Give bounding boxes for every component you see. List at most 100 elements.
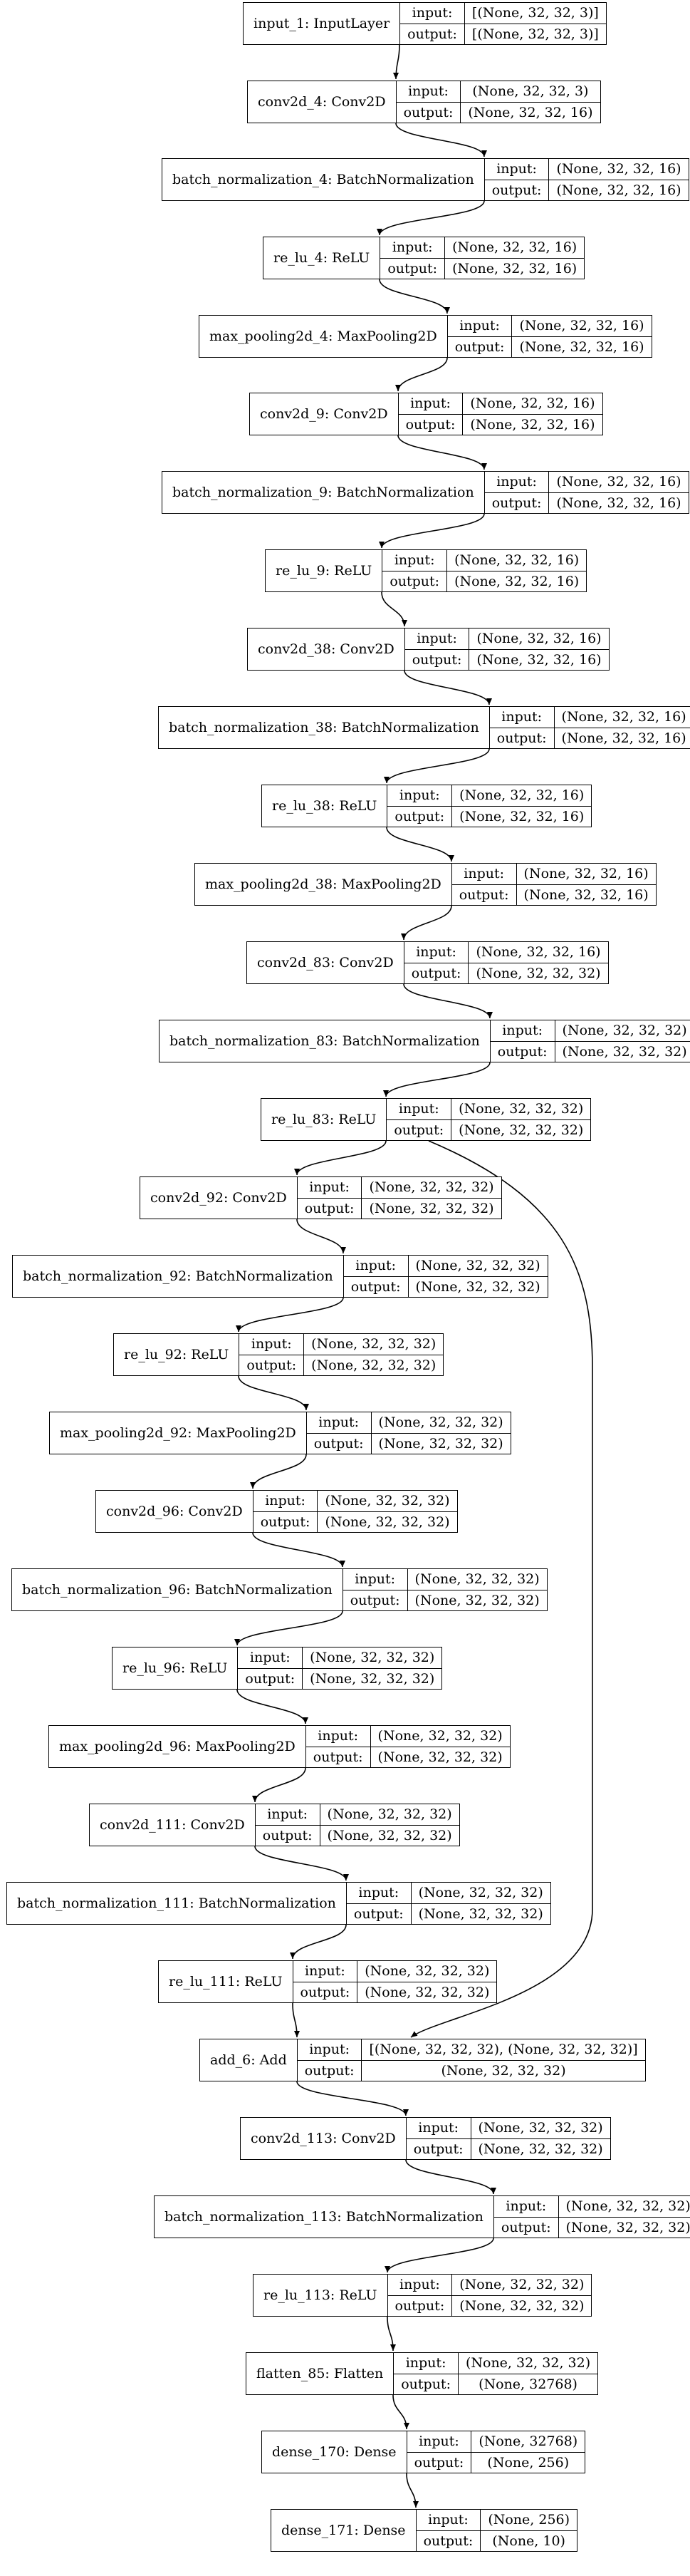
io-labels: input:output: [406, 2118, 471, 2159]
edge-arrow [397, 435, 487, 470]
input-label: input: [293, 1961, 357, 1982]
output-shape: (None, 32, 32, 32) [562, 1043, 687, 1060]
input-shape: (None, 32, 32, 32) [320, 1804, 459, 1826]
layer-name: conv2d_111: Conv2D [90, 1804, 256, 1846]
edge-arrow [404, 670, 492, 705]
layer-name: conv2d_9: Conv2D [250, 393, 399, 435]
output-label: output: [394, 1122, 444, 1138]
input-shape: (None, 32, 32, 16) [512, 316, 652, 337]
output-label: output: [405, 416, 456, 433]
io-labels: input:output: [416, 2510, 481, 2551]
io-labels: input:output: [451, 864, 517, 905]
io-shapes: (None, 32, 32, 3)(None, 32, 32, 16) [461, 81, 600, 123]
input-label: input: [451, 864, 516, 885]
layer-name: re_lu_38: ReLU [262, 785, 388, 827]
input-shape: (None, 32, 32, 32) [411, 1883, 550, 1904]
io-shapes: (None, 32, 32, 32)(None, 32, 32, 32) [451, 1099, 591, 1140]
layer-name: max_pooling2d_96: MaxPooling2D [49, 1726, 306, 1767]
io-labels: input:output: [253, 1491, 318, 1532]
output-shape: (None, 10) [492, 2533, 565, 2549]
input-shape: (None, 32, 32, 32) [471, 2118, 610, 2139]
edge-arrow [254, 1846, 349, 1881]
input-label: input: [306, 1412, 371, 1434]
edge-arrow [395, 123, 487, 157]
input-shape: (None, 32, 32, 16) [549, 472, 689, 493]
output-shape: (None, 32, 32, 32) [365, 1984, 490, 2000]
input-label: input: [493, 2196, 558, 2218]
output-label: output: [260, 1514, 310, 1530]
input-label: input: [416, 2510, 481, 2531]
io-labels: input:output: [239, 1334, 305, 1375]
input-label: input: [398, 393, 463, 415]
io-labels: input:output: [343, 1569, 408, 1610]
io-shapes: (None, 32, 32, 32)(None, 32, 32, 32) [320, 1804, 459, 1846]
edge-arrow [379, 513, 485, 549]
output-label: output: [454, 338, 505, 355]
output-label: output: [413, 2141, 464, 2157]
io-labels: input:output: [255, 1804, 320, 1846]
output-shape: (None, 32, 32, 16) [476, 651, 602, 668]
layer-name: max_pooling2d_92: MaxPooling2D [50, 1412, 307, 1454]
output-shape: (None, 32, 32, 16) [470, 416, 595, 433]
output-shape: (None, 32, 32, 32) [565, 2219, 690, 2235]
io-labels: input:output: [394, 2353, 459, 2394]
layer-name: conv2d_113: Conv2D [241, 2118, 407, 2159]
input-label: input: [305, 1726, 370, 1747]
input-label: input: [400, 3, 464, 24]
input-label: input: [343, 1256, 408, 1277]
output-label: output: [491, 495, 542, 511]
edge-arrow [381, 591, 407, 627]
edge-arrow [385, 2238, 494, 2273]
edge-arrow [234, 1610, 343, 1646]
layer-name: conv2d_4: Conv2D [248, 81, 397, 123]
io-labels: input: output: [387, 1099, 452, 1140]
output-label: output: [414, 2454, 464, 2471]
input-label: input: [404, 629, 469, 650]
io-labels: input: output: [400, 3, 465, 44]
output-label: output: [390, 573, 440, 589]
io-labels: input:output: [398, 393, 464, 435]
io-shapes: (None, 32, 32, 16)(None, 32, 32, 16) [516, 864, 656, 905]
io-shapes: (None, 32, 32, 32)(None, 32, 32, 32) [408, 1256, 548, 1297]
io-labels: input:output: [490, 1020, 555, 1062]
io-labels: input:output: [404, 629, 470, 670]
layer-name: dense_171: Dense [271, 2510, 417, 2551]
layer-name: re_lu_96: ReLU [113, 1647, 239, 1689]
input-shape: [(None, 32, 32, 32), (None, 32, 32, 32)] [362, 2039, 645, 2061]
input-shape: (None, 32, 32, 16) [447, 550, 587, 571]
output-shape: (None, 32, 32, 32) [459, 2297, 585, 2314]
input-label: input: [343, 1569, 407, 1590]
edge-arrow [236, 1689, 308, 1724]
io-shapes: [(None, 32, 32, 32), (None, 32, 32, 32)]… [362, 2039, 645, 2081]
output-label: output: [350, 1278, 401, 1295]
output-shape: (None, 32768) [479, 2376, 577, 2392]
layer-name: add_6: Add [200, 2039, 298, 2081]
io-shapes: (None, 32, 32, 32)(None, 32, 32, 32) [407, 1569, 547, 1610]
io-shapes: (None, 32, 32, 32)(None, 32, 32, 32) [371, 1412, 511, 1454]
io-labels: input:output: [343, 1256, 409, 1297]
input-label: input: [387, 1099, 451, 1120]
output-shape: (None, 32, 32, 32) [418, 1905, 543, 1922]
io-shapes: (None, 32768)(None, 256) [471, 2431, 585, 2473]
io-labels: input:output: [396, 81, 461, 123]
output-label: output: [394, 808, 445, 824]
input-label: input: [484, 159, 549, 180]
output-label: output: [403, 104, 454, 120]
layer-name: conv2d_38: Conv2D [248, 629, 405, 670]
input-shape: (None, 32, 32, 32) [452, 2275, 592, 2296]
input-label: input: [387, 2275, 452, 2296]
output-label: output: [407, 26, 457, 42]
edge-arrow [379, 279, 450, 314]
output-label: output: [304, 2062, 355, 2079]
input-shape: (None, 32, 32, 32) [451, 1099, 591, 1120]
layer-name: re_lu_111: ReLU [159, 1961, 293, 2002]
edge-arrow [393, 44, 400, 80]
